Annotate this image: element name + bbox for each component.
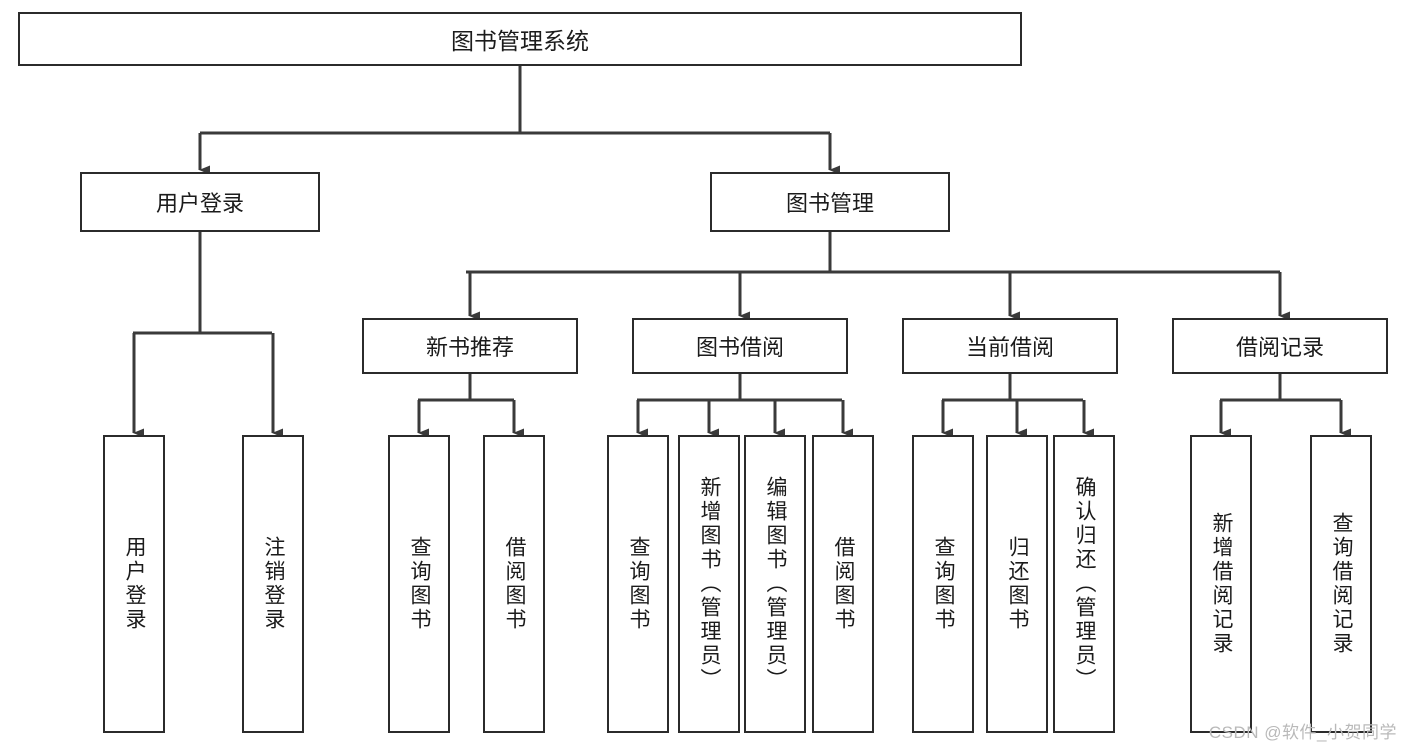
node-label: 用户登录 (123, 536, 147, 632)
node-label: 图书管理系统 (451, 28, 589, 54)
node-label: 归还图书 (1006, 536, 1030, 632)
node-label: 查询图书 (408, 536, 432, 632)
node-root: 图书管理系统 (18, 12, 1022, 66)
node-label: 新书推荐 (425, 335, 514, 360)
node-label: 查询借阅记录 (1330, 512, 1354, 656)
node-label: 用户登录 (155, 191, 244, 216)
node-label: 查询图书 (932, 536, 956, 632)
node-leaf-user-logout: 注销登录 (242, 435, 304, 733)
node-records: 借阅记录 (1172, 318, 1388, 374)
node-label: 当前借阅 (965, 335, 1054, 360)
node-label: 编辑图书（管理员） (764, 476, 788, 692)
node-leaf-borrow-add: 新增图书（管理员） (678, 435, 740, 733)
node-newbook: 新书推荐 (362, 318, 578, 374)
node-label: 查询图书 (627, 536, 651, 632)
node-leaf-borrow-edit: 编辑图书（管理员） (744, 435, 806, 733)
node-leaf-record-add: 新增借阅记录 (1190, 435, 1252, 733)
node-borrow: 图书借阅 (632, 318, 848, 374)
node-leaf-record-query: 查询借阅记录 (1310, 435, 1372, 733)
node-label: 借阅图书 (832, 536, 856, 632)
watermark-text: CSDN @软件_小贺同学 (1208, 723, 1397, 742)
node-label: 借阅记录 (1235, 335, 1324, 360)
node-label: 借阅图书 (503, 536, 527, 632)
node-current: 当前借阅 (902, 318, 1118, 374)
node-label: 新增图书（管理员） (698, 476, 722, 692)
node-leaf-borrow-lend: 借阅图书 (812, 435, 874, 733)
node-leaf-new-query: 查询图书 (388, 435, 450, 733)
node-leaf-current-return: 归还图书 (986, 435, 1048, 733)
node-label: 图书管理 (785, 191, 874, 216)
node-bookmgmt: 图书管理 (710, 172, 950, 232)
node-leaf-user-login: 用户登录 (103, 435, 165, 733)
node-leaf-borrow-query: 查询图书 (607, 435, 669, 733)
node-label: 图书借阅 (695, 335, 784, 360)
node-label: 注销登录 (262, 536, 286, 632)
node-leaf-current-confirm: 确认归还（管理员） (1053, 435, 1115, 733)
node-label: 确认归还（管理员） (1073, 476, 1097, 692)
node-label: 新增借阅记录 (1210, 512, 1234, 656)
node-login: 用户登录 (80, 172, 320, 232)
node-leaf-new-borrow: 借阅图书 (483, 435, 545, 733)
node-leaf-current-query: 查询图书 (912, 435, 974, 733)
